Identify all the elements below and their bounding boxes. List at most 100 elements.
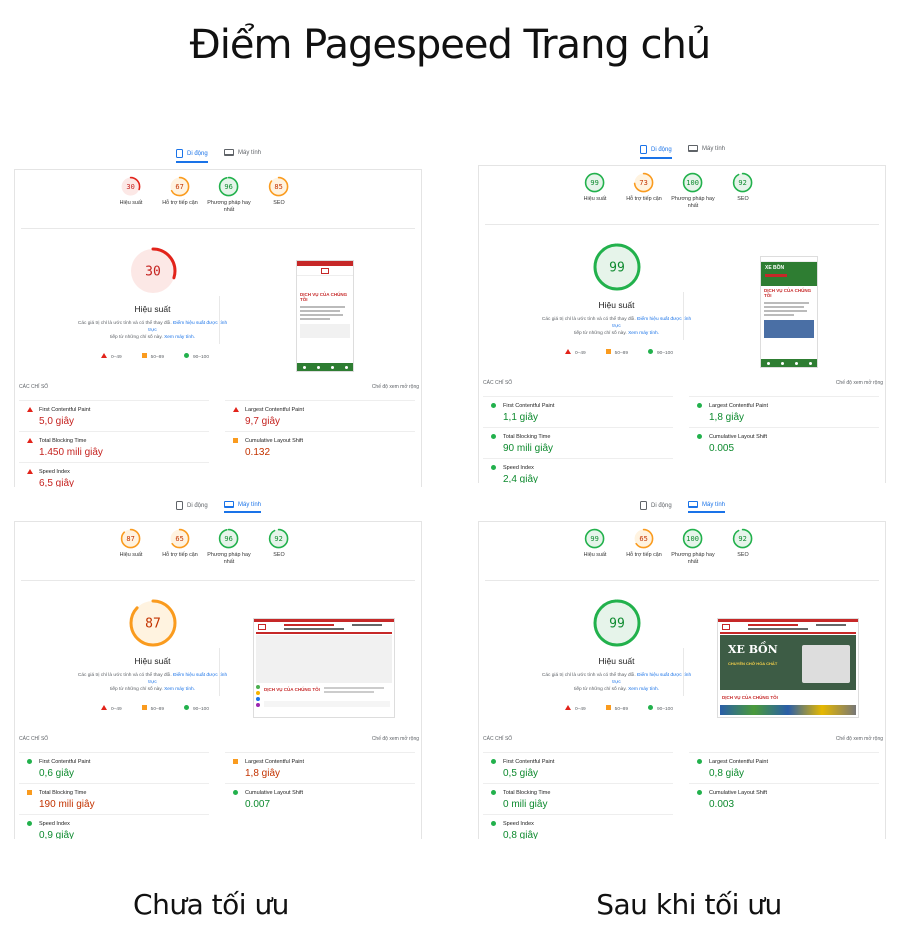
calculator-link[interactable]: Xem máy tính. [164,335,195,340]
category-gauge[interactable]: 87 Hiệu suất [106,528,156,559]
category-gauge[interactable]: 92 SEO [718,528,768,559]
metric-name: First Contentful Paint [39,759,91,765]
metric-name: Speed Index [39,821,70,827]
category-gauge[interactable]: 100 Phương pháp hay nhất [668,172,718,210]
svg-text:67: 67 [176,183,184,191]
average-icon [27,790,32,797]
pass-icon [184,353,189,358]
metric-name: First Contentful Paint [503,403,555,409]
category-gauge[interactable]: 99 Hiệu suất [570,172,620,203]
category-gauge[interactable]: 100 Phương pháp hay nhất [668,528,718,566]
pass-icon [491,403,496,410]
category-label: SEO [273,200,285,207]
category-gauge[interactable]: 85 SEO [254,176,304,207]
metrics-header: CÁC CHỈ SỐ Chế độ xem mở rộng [19,384,419,390]
shot-heading: DỊCH VỤ CỦA CHÚNG TÔI [764,288,812,298]
fail-icon [100,705,107,710]
svg-text:85: 85 [275,183,283,191]
performance-title: Hiệu suất [134,656,171,666]
category-gauge[interactable]: 65 Hỗ trợ tiếp cận [619,528,669,559]
tab-desktop-label: Máy tính [702,145,726,152]
svg-text:99: 99 [591,179,599,187]
category-gauge[interactable]: 30 Hiệu suất [106,176,156,207]
metric-name: Largest Contentful Paint [245,407,305,413]
metric-value: 0,8 giây [709,768,745,779]
svg-text:30: 30 [145,265,161,280]
calculator-link[interactable]: Xem máy tính. [628,687,659,692]
tab-desktop[interactable]: Máy tính [224,501,262,513]
desc-link[interactable]: Điểm hiệu suất được tính trực [612,317,692,329]
category-label: Phương pháp hay nhất [671,196,715,210]
performance-description: Các giá trị chỉ là ước tính và có thể th… [75,672,230,693]
page-screenshot: DỊCH VỤ CỦA CHÚNG TÔI [253,618,395,718]
tab-mobile[interactable]: Di động [640,145,672,159]
metric-row: Speed Index 2,4 giây [483,458,673,483]
metric-value: 0.003 [709,799,735,810]
tab-mobile[interactable]: Di động [176,149,208,163]
metric-value: 1,8 giây [709,412,745,423]
calculator-link[interactable]: Xem máy tính. [628,331,659,336]
metric-value: 6,5 giây [39,478,75,487]
tab-mobile[interactable]: Di động [640,501,672,510]
phone-icon [640,501,647,510]
shot-banner-title: XE BỒN [728,643,778,656]
desc-link[interactable]: Điểm hiệu suất được tính trực [612,673,692,685]
category-gauge[interactable]: 67 Hỗ trợ tiếp cận [155,176,205,207]
category-gauge[interactable]: 96 Phương pháp hay nhất [204,528,254,566]
metric-row: Cumulative Layout Shift 0.005 [689,427,879,457]
desc-link[interactable]: Điểm hiệu suất được tính trực [148,321,228,333]
calculator-link[interactable]: Xem máy tính. [164,687,195,692]
category-gauges: 30 Hiệu suất 67 Hỗ trợ tiếp cận 96 Phươn… [15,176,421,224]
pass-icon [491,465,496,472]
fail-icon [564,705,571,710]
desc-text-2: tiếp từ những chỉ số này. [109,335,165,340]
tab-desktop-label: Máy tính [702,501,726,508]
legend-average: 50–89 [150,707,164,712]
fail-icon [233,407,239,414]
tab-desktop[interactable]: Máy tính [688,501,726,513]
category-gauge[interactable]: 99 Hiệu suất [570,528,620,559]
shot-heading: DỊCH VỤ CỦA CHÚNG TÔI [722,695,778,700]
category-gauge[interactable]: 73 Hỗ trợ tiếp cận [619,172,669,203]
average-icon [605,705,611,710]
category-gauge[interactable]: 96 Phương pháp hay nhất [204,176,254,214]
tab-desktop-label: Máy tính [238,501,262,508]
legend-fail: 0–49 [110,355,122,360]
tab-mobile[interactable]: Di động [176,501,208,510]
expand-view-toggle[interactable]: Chế độ xem mở rộng [835,736,883,742]
svg-text:96: 96 [225,183,233,191]
desc-text-2: tiếp từ những chỉ số này. [573,331,629,336]
metrics-label: CÁC CHỈ SỐ [19,384,49,390]
category-label: Hiệu suất [583,552,607,559]
caption-before: Chưa tối ưu [133,888,289,921]
metric-value: 0 mili giây [503,799,548,810]
average-icon [141,353,147,358]
category-gauge[interactable]: 92 SEO [254,528,304,559]
fail-icon [100,353,107,358]
metric-row: Speed Index 0,9 giây [19,814,209,839]
category-gauge[interactable]: 92 SEO [718,172,768,203]
metrics-label: CÁC CHỈ SỐ [19,736,49,742]
expand-view-toggle[interactable]: Chế độ xem mở rộng [835,380,883,386]
metric-value: 190 mili giây [39,799,95,810]
metric-name: Cumulative Layout Shift [245,438,304,444]
metric-name: Largest Contentful Paint [709,759,769,765]
expand-view-toggle[interactable]: Chế độ xem mở rộng [371,384,419,390]
pagespeed-panel-before-desktop: Di động Máy tính 87 Hiệu suất 65 Hỗ trợ … [14,497,422,839]
desktop-icon [688,501,698,508]
tab-desktop-label: Máy tính [238,149,262,156]
metric-name: Cumulative Layout Shift [709,434,768,440]
tab-mobile-label: Di động [651,502,672,509]
tab-desktop[interactable]: Máy tính [688,145,725,152]
device-tabs: Di động Máy tính [14,497,422,515]
metric-name: Total Blocking Time [503,434,551,440]
metric-row: First Contentful Paint 5,0 giây [19,400,209,430]
metric-row: Largest Contentful Paint 9,7 giây [225,400,415,430]
expand-view-toggle[interactable]: Chế độ xem mở rộng [371,736,419,742]
legend-average: 50–89 [614,707,628,712]
metric-row: Total Blocking Time 0 mili giây [483,783,673,813]
desc-link[interactable]: Điểm hiệu suất được tính trực [148,673,228,685]
performance-score: 99 Hiệu suất Các giá trị chỉ là ước tính… [539,242,694,337]
tab-desktop[interactable]: Máy tính [224,149,261,156]
category-gauge[interactable]: 65 Hỗ trợ tiếp cận [155,528,205,559]
